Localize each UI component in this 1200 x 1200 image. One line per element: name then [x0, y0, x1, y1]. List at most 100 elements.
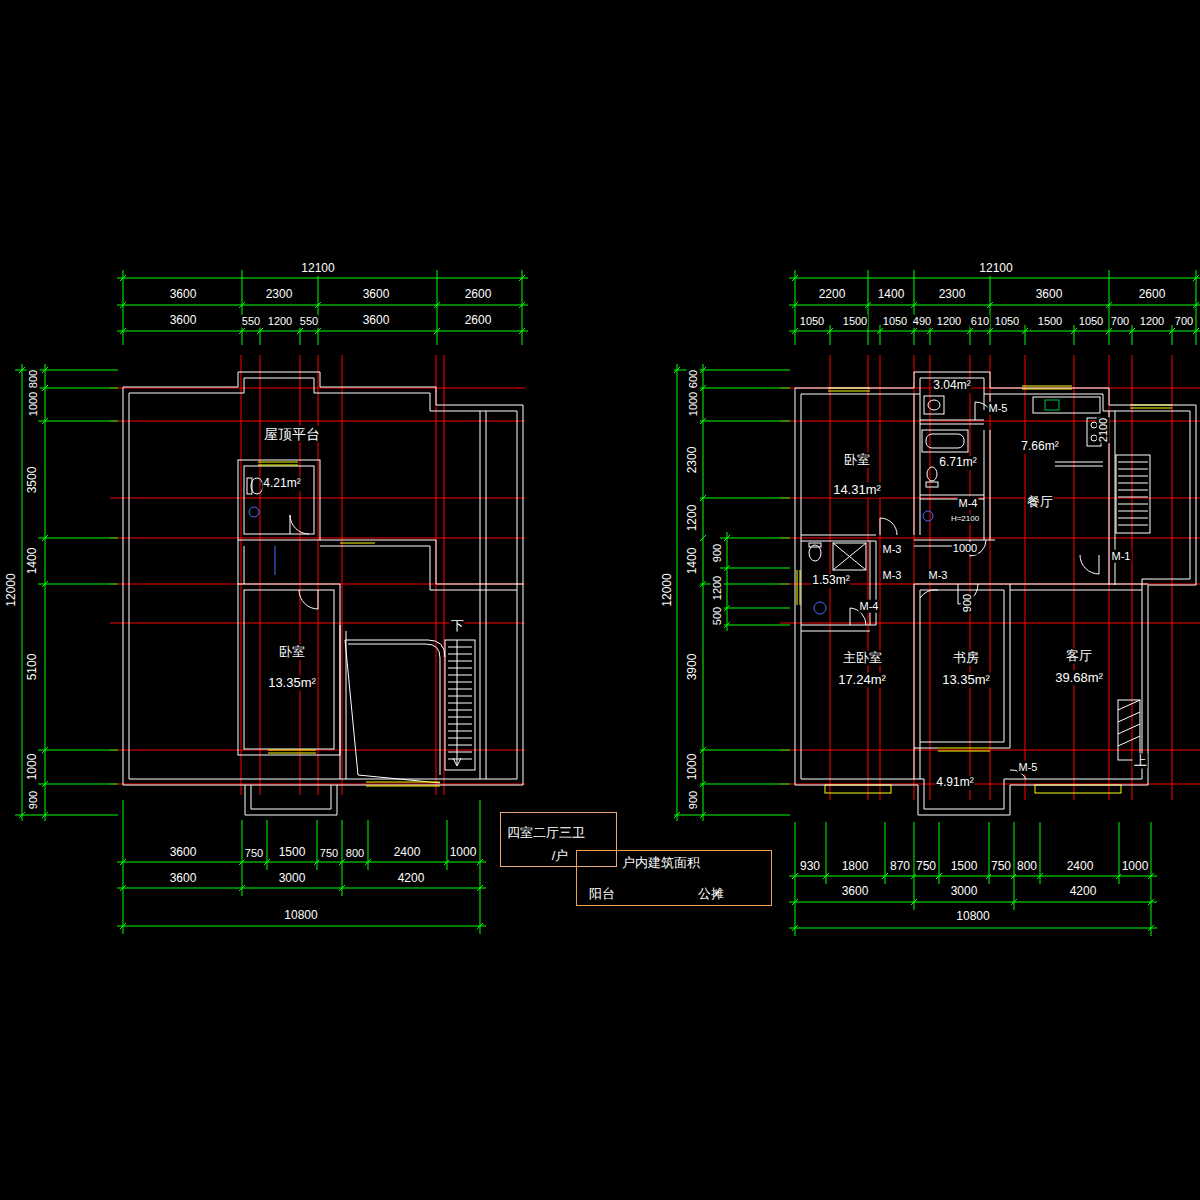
- extension-line: [242, 270, 243, 345]
- dimension-line: [727, 532, 728, 631]
- table-text: /户: [551, 849, 570, 864]
- extension-line: [795, 270, 796, 345]
- dimension-text: 10800: [283, 909, 318, 923]
- dimension-text: 3600: [841, 885, 870, 899]
- plan-label: M-5: [1018, 761, 1039, 774]
- plan-label: M-5: [988, 402, 1009, 415]
- room-text: 14.31m²: [832, 483, 882, 498]
- dimension-line: [117, 331, 528, 332]
- extension-line: [914, 270, 915, 345]
- dimension-text: 900: [961, 593, 974, 613]
- extension-line: [930, 325, 931, 345]
- room-area: 书房 13.35m²: [922, 642, 1008, 696]
- dimension-text: 1000: [26, 753, 40, 782]
- extension-line: [447, 820, 448, 870]
- dimension-text: 870: [889, 860, 911, 874]
- dimension-text: 750: [319, 847, 339, 860]
- dimension-text: 600: [687, 369, 700, 389]
- room-area: 4.91m²: [924, 774, 1006, 792]
- dimension-text: 3600: [169, 314, 198, 328]
- extension-line: [38, 421, 118, 422]
- dimension-text: 1050: [994, 315, 1020, 328]
- dimension-text: 2600: [464, 314, 493, 328]
- room-area: 卧室14.31m²: [803, 440, 911, 506]
- room-text: 1.53m²: [811, 574, 850, 588]
- table-text: 户内建筑面积: [621, 856, 701, 871]
- extension-line: [1109, 270, 1110, 345]
- room-text: 4.91m²: [935, 776, 974, 790]
- extension-line: [700, 784, 790, 785]
- plan-label: 下: [450, 619, 465, 634]
- dimension-text: 800: [27, 369, 40, 389]
- dimension-text: 4200: [1069, 885, 1098, 899]
- extension-line: [1014, 822, 1015, 910]
- dimension-text: 1500: [842, 315, 868, 328]
- room-text: 13.35m²: [941, 673, 991, 688]
- room-text: 6.71m²: [938, 456, 977, 470]
- dimension-text: 1500: [1037, 315, 1063, 328]
- dimension-line: [789, 331, 1200, 332]
- extension-line: [1172, 325, 1173, 345]
- dimension-text: 800: [1016, 860, 1038, 874]
- room-text: 3.04m²: [932, 379, 971, 393]
- extension-line: [720, 625, 790, 626]
- dimension-line: [117, 278, 528, 279]
- extension-line: [880, 325, 881, 345]
- extension-line: [720, 608, 790, 609]
- dimension-text: 500: [711, 606, 724, 626]
- dimension-text: 2400: [1066, 860, 1095, 874]
- dimension-text: 3600: [169, 872, 198, 886]
- dimension-text: 2400: [393, 846, 422, 860]
- extension-line: [1074, 325, 1075, 345]
- dimension-text: 4200: [397, 872, 426, 886]
- title-table-cell: 户内建筑面积阳台公摊: [576, 850, 772, 906]
- extension-line: [242, 820, 243, 896]
- extension-line: [700, 421, 790, 422]
- dimension-text: 1400: [877, 288, 906, 302]
- extension-line: [318, 270, 319, 345]
- dimension-text: 2600: [464, 288, 493, 302]
- dimension-tick: [700, 535, 706, 541]
- dimension-text: 2300: [265, 288, 294, 302]
- room-text: 屋顶平台: [263, 426, 321, 442]
- dimension-text: 3600: [169, 846, 198, 860]
- dimension-text: 1400: [686, 547, 700, 576]
- extension-line: [1132, 325, 1133, 345]
- extension-line: [522, 270, 523, 345]
- room-area: 卧室13.35m²: [246, 630, 334, 700]
- extension-line: [989, 822, 990, 884]
- extension-line: [38, 388, 118, 389]
- dimension-text: 1050: [882, 315, 908, 328]
- room-text: 主卧室: [842, 651, 883, 666]
- room-area: 客厅39.68m²: [1020, 640, 1138, 694]
- dimension-line: [117, 926, 486, 927]
- extension-line: [830, 325, 831, 345]
- dimension-text: 3500: [26, 466, 40, 495]
- dimension-text: 1000: [1121, 860, 1150, 874]
- extension-line: [700, 750, 790, 751]
- dimension-text: 3000: [278, 872, 307, 886]
- walls-right: [795, 372, 1196, 815]
- dimension-text: 1000: [449, 846, 478, 860]
- room-area: 1.53m²: [801, 573, 863, 591]
- windows: [258, 386, 1172, 793]
- room-text: 书房: [952, 651, 980, 666]
- dimension-line: [117, 305, 528, 306]
- dimension-text: 1800: [841, 860, 870, 874]
- extension-line: [700, 498, 790, 499]
- extension-line: [970, 325, 971, 345]
- dimension-text: 1050: [799, 315, 825, 328]
- dimension-text: 3600: [362, 314, 391, 328]
- dimension-text: 12000: [661, 572, 675, 607]
- kitchen-sink: [1045, 400, 1059, 410]
- plan-label: M-3: [928, 569, 949, 582]
- table-text: 公摊: [697, 887, 725, 902]
- dimension-line: [117, 862, 486, 863]
- dimension-text: 2100: [1097, 417, 1110, 443]
- extension-line: [700, 388, 790, 389]
- dimension-text: 1500: [950, 860, 979, 874]
- dimension-text: 5100: [26, 653, 40, 682]
- extension-line: [368, 820, 369, 870]
- plan-label: M-1: [1111, 550, 1132, 563]
